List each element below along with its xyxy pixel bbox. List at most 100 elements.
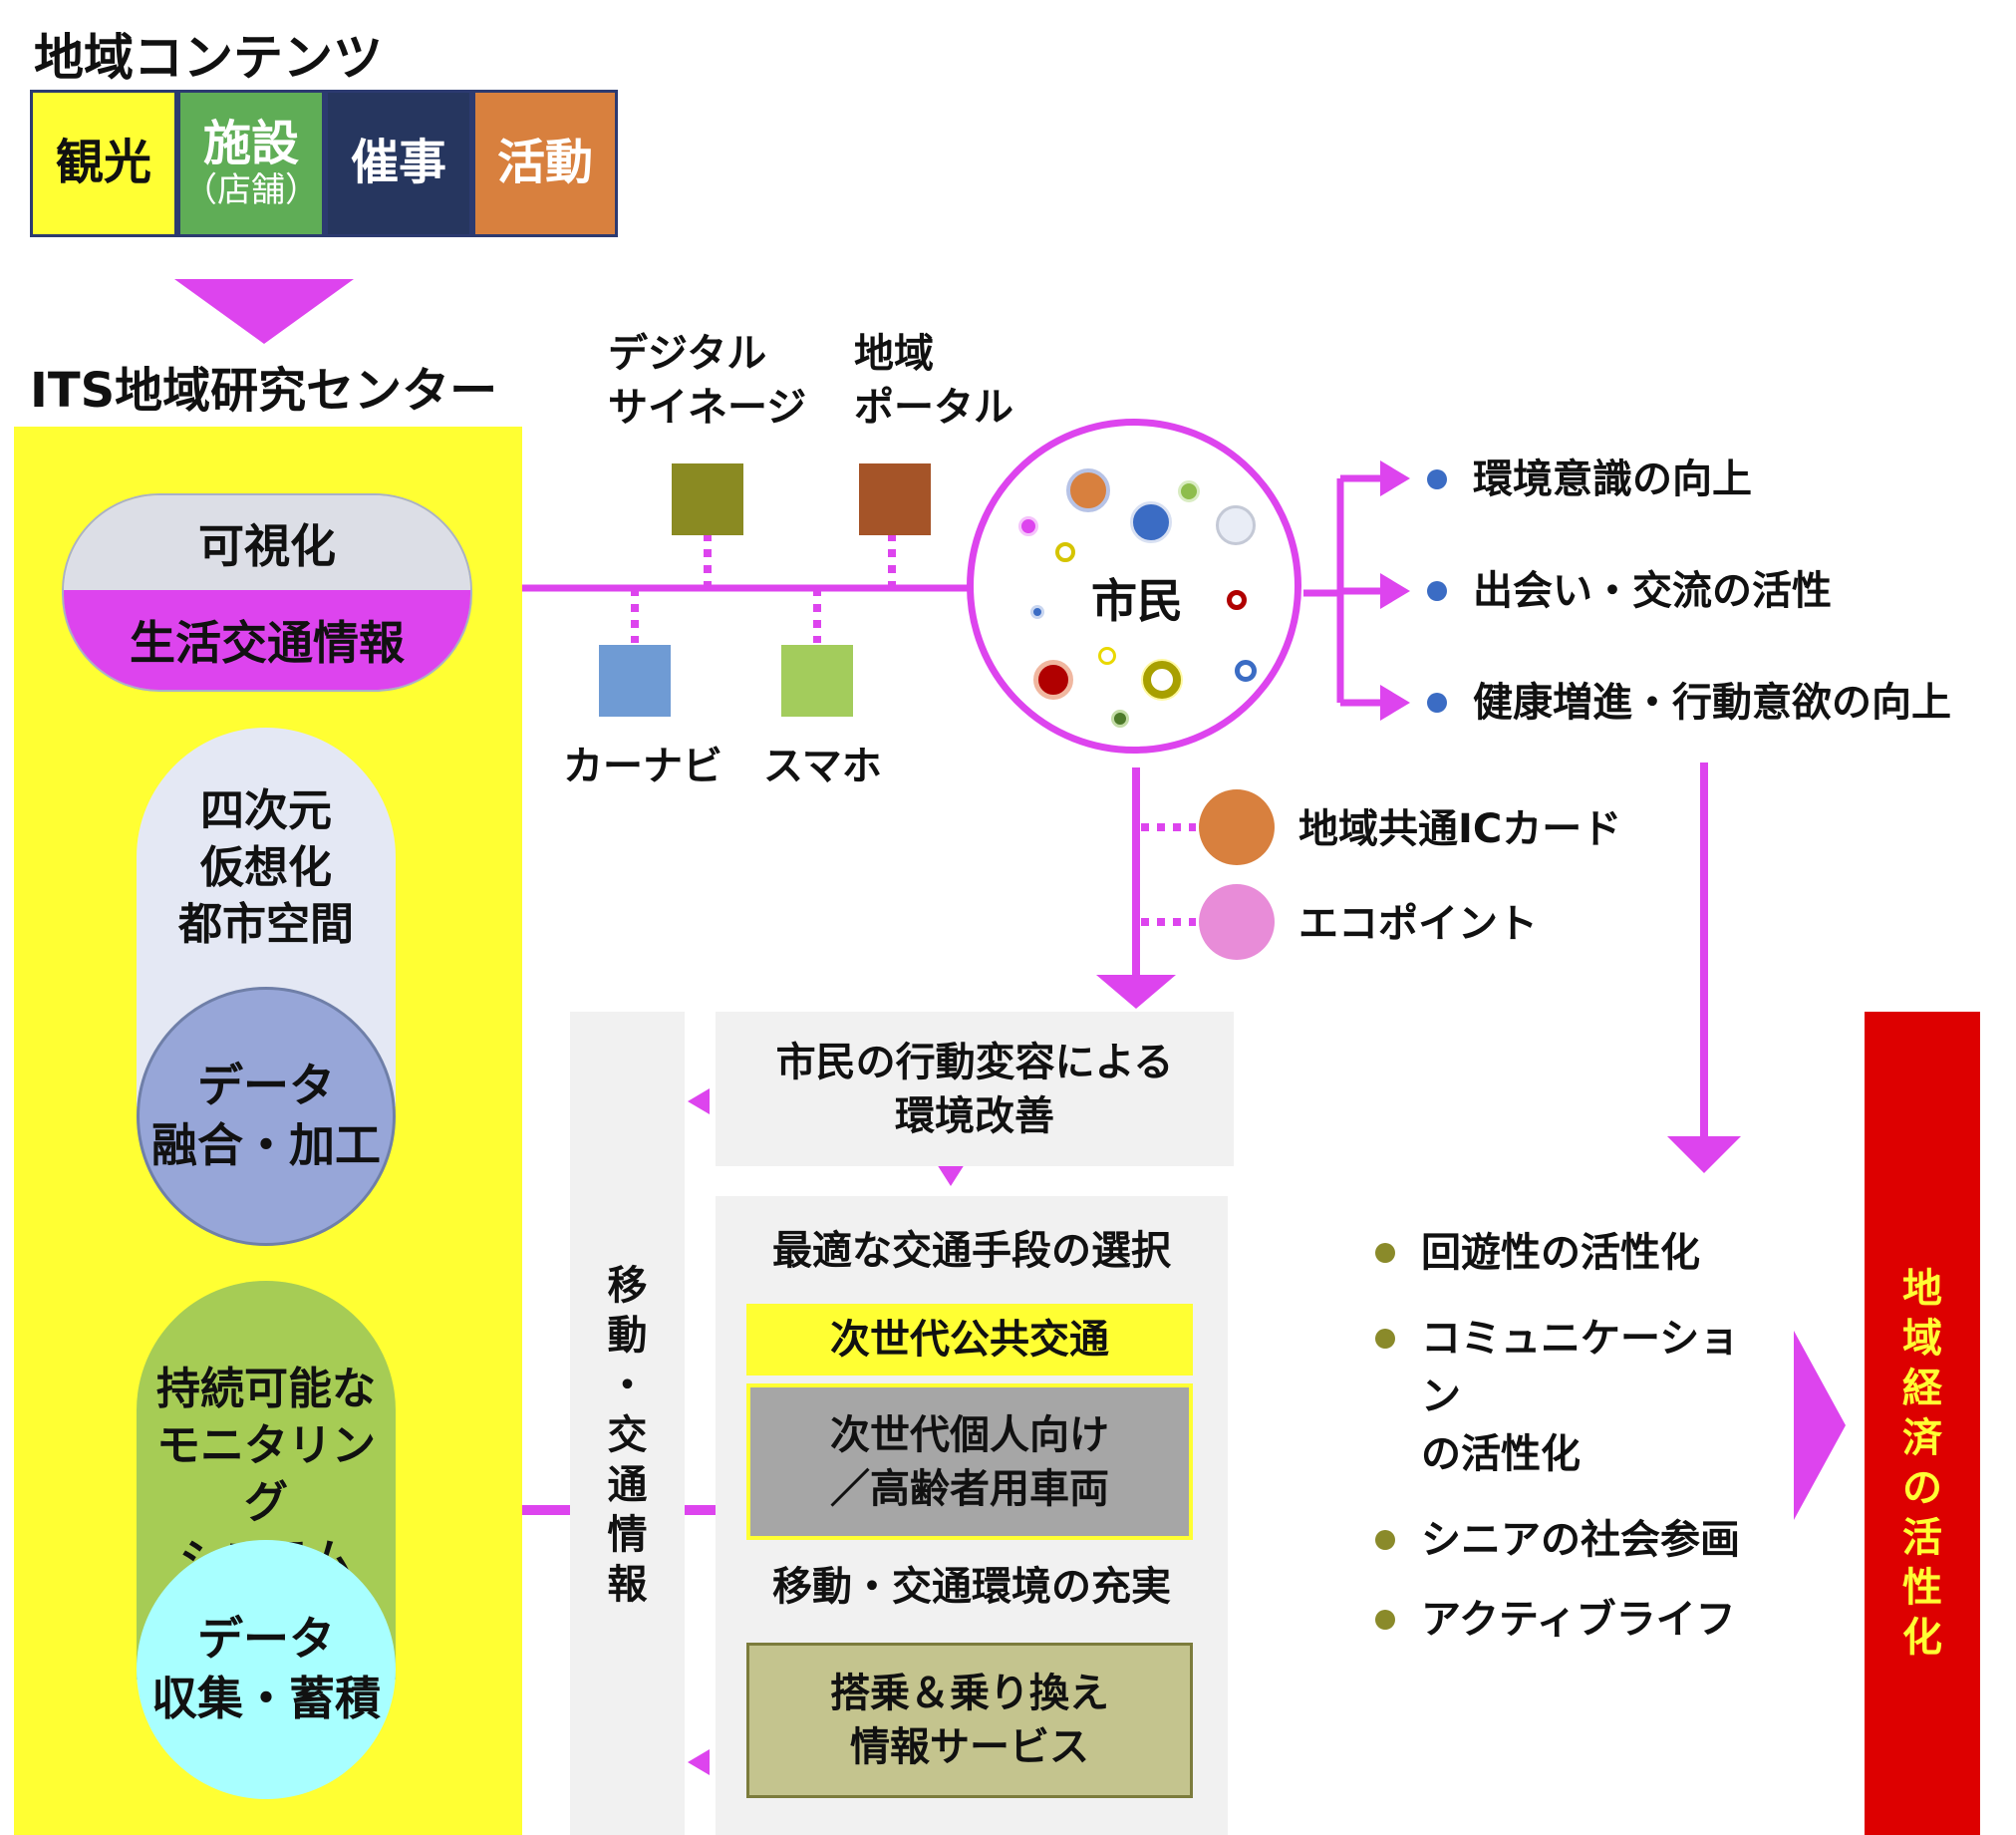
ic-card-label: 地域共通ICカード — [1298, 806, 1622, 852]
category-label: 観光 — [55, 135, 151, 191]
citizen-dot — [1216, 505, 1256, 545]
bullet-dot-icon — [1375, 1530, 1395, 1550]
vertical-char: 化 — [1902, 1615, 1942, 1661]
effect-item: 回遊性の活性化 — [1375, 1224, 1774, 1282]
outcome-text: 出会い・交流の活性 — [1473, 568, 1832, 614]
down-arrow-categories — [174, 279, 354, 344]
vertical-char: 済 — [1902, 1415, 1942, 1461]
citizen-dot — [1033, 660, 1073, 700]
four-d-city-label: 四次元 仮想化 都市空間 — [178, 785, 354, 951]
vertical-char: 活 — [1902, 1515, 1942, 1561]
vertical-char: 性 — [1902, 1565, 1942, 1611]
category-box-3: 活動 — [472, 90, 618, 237]
eco-point-icon — [1199, 884, 1275, 960]
carnavi-label: カーナビ — [563, 744, 722, 789]
effect-text: アクティブライフ — [1421, 1597, 1736, 1643]
visualization-pill: 可視化 生活交通情報 — [62, 493, 472, 692]
regional-economy-vertical-text: 地 域 経 済 の 活 性 化 — [1865, 1264, 1980, 1663]
signage-square — [672, 463, 743, 535]
category-label: 施設 — [202, 115, 299, 171]
citizen-dot — [1178, 480, 1200, 502]
effect-text: 回遊性の活性化 — [1421, 1230, 1700, 1276]
bullet-dot-icon — [1427, 693, 1447, 713]
category-box-0: 観光 — [30, 90, 177, 237]
content-title: 地域コンテンツ — [34, 29, 383, 87]
effect-text: コミュニケーション の活性化 — [1421, 1316, 1740, 1477]
category-label: 活動 — [496, 135, 593, 191]
citizen-dot — [1143, 661, 1181, 699]
visualization-label: 可視化 — [64, 495, 470, 590]
behavior-change-label: 市民の行動変容による 環境改善 — [775, 1039, 1174, 1139]
arrow-behavior-left — [688, 1088, 710, 1114]
data-fusion-circle: データ 融合・加工 — [137, 987, 396, 1246]
effect-item: アクティブライフ — [1375, 1591, 1774, 1649]
life-transport-info-label: 生活交通情報 — [64, 590, 470, 690]
arrow-to-effects — [1667, 1136, 1741, 1173]
bullet-dot-icon — [1375, 1243, 1395, 1263]
personal-vehicle-label: 次世代個人向け ／高齢者用車両 — [830, 1411, 1109, 1512]
outcome-list: 環境意識の向上 出会い・交流の活性 健康増進・行動意欲の向上 — [1427, 451, 2005, 730]
behavior-change-box: 市民の行動変容による 環境改善 — [716, 1012, 1234, 1166]
arrow-outcome-3 — [1380, 685, 1410, 721]
vertical-char: 報 — [607, 1562, 648, 1608]
vertical-char: 経 — [1902, 1366, 1942, 1411]
bullet-dot-icon — [1375, 1610, 1395, 1630]
public-transport-box: 次世代公共交通 — [746, 1304, 1193, 1376]
portal-label: 地域 ポータル — [854, 331, 1013, 431]
outcome-item: 健康増進・行動意欲の向上 — [1427, 674, 2005, 730]
vertical-char: 地 — [1902, 1266, 1942, 1312]
citizen-dot — [1098, 647, 1116, 665]
ic-card-icon — [1199, 789, 1275, 865]
vertical-char: の — [1902, 1465, 1942, 1511]
mobility-info-column — [570, 1012, 685, 1835]
arrow-transfer-left — [688, 1749, 710, 1775]
citizen-dot — [1030, 605, 1044, 619]
category-row: 観光 施設 （店舗） 催事 活動 — [30, 90, 618, 237]
arrow-outcome-2 — [1380, 573, 1410, 609]
transfer-info-box: 搭乗＆乗り換え 情報サービス — [746, 1643, 1193, 1798]
citizen-dot — [1111, 710, 1129, 728]
carnavi-square — [599, 645, 671, 717]
outcome-item: 出会い・交流の活性 — [1427, 562, 2005, 618]
citizen-dot — [1018, 516, 1038, 536]
bullet-dot-icon — [1375, 1329, 1395, 1349]
its-center-title: ITS地域研究センター — [30, 363, 498, 419]
citizen-circle: 市民 — [967, 419, 1301, 754]
category-label: 催事 — [350, 135, 446, 191]
citizen-label: 市民 — [1091, 574, 1183, 628]
transport-choice-label: 最適な交通手段の選択 — [772, 1228, 1171, 1274]
transfer-info-label: 搭乗＆乗り換え 情報サービス — [830, 1671, 1109, 1770]
arrow-to-economy — [1794, 1331, 1846, 1520]
smartphone-label: スマホ — [763, 744, 882, 789]
outcome-text: 健康増進・行動意欲の向上 — [1473, 680, 1951, 726]
personal-vehicle-box: 次世代個人向け ／高齢者用車両 — [746, 1383, 1193, 1540]
effect-item: コミュニケーション の活性化 — [1375, 1310, 1774, 1483]
effect-text: シニアの社会参画 — [1421, 1517, 1740, 1563]
environment-label: 移動・交通環境の充実 — [772, 1564, 1171, 1610]
effects-list: 回遊性の活性化 コミュニケーション の活性化 シニアの社会参画 アクティブライフ — [1375, 1224, 1774, 1649]
citizen-dot — [1066, 468, 1110, 512]
vertical-char: 通 — [607, 1462, 648, 1508]
vertical-char: 域 — [1902, 1316, 1942, 1362]
bullet-dot-icon — [1427, 581, 1447, 601]
citizen-dot — [1055, 542, 1075, 562]
arrow-behavior-down — [937, 1164, 965, 1186]
vertical-char: 動 — [607, 1313, 648, 1359]
citizen-dot — [1227, 590, 1247, 610]
citizen-dot — [1130, 501, 1172, 543]
category-sublabel: （店舗） — [183, 170, 319, 211]
category-box-1: 施設 （店舗） — [177, 90, 325, 237]
outcome-text: 環境意識の向上 — [1473, 457, 1752, 502]
effect-item: シニアの社会参画 — [1375, 1511, 1774, 1569]
mobility-info-vertical-text: 移 動 ・ 交 通 情 報 — [570, 1261, 685, 1610]
arrow-outcome-1 — [1380, 460, 1410, 496]
vertical-char: 情 — [607, 1512, 648, 1558]
eco-point-label: エコポイント — [1298, 901, 1538, 947]
citizen-dot — [1235, 660, 1257, 682]
regional-economy-bar — [1865, 1012, 1980, 1835]
vertical-char: 交 — [607, 1412, 648, 1458]
smartphone-square — [781, 645, 853, 717]
bullet-dot-icon — [1427, 469, 1447, 489]
arrow-to-behavior — [1096, 975, 1176, 1009]
